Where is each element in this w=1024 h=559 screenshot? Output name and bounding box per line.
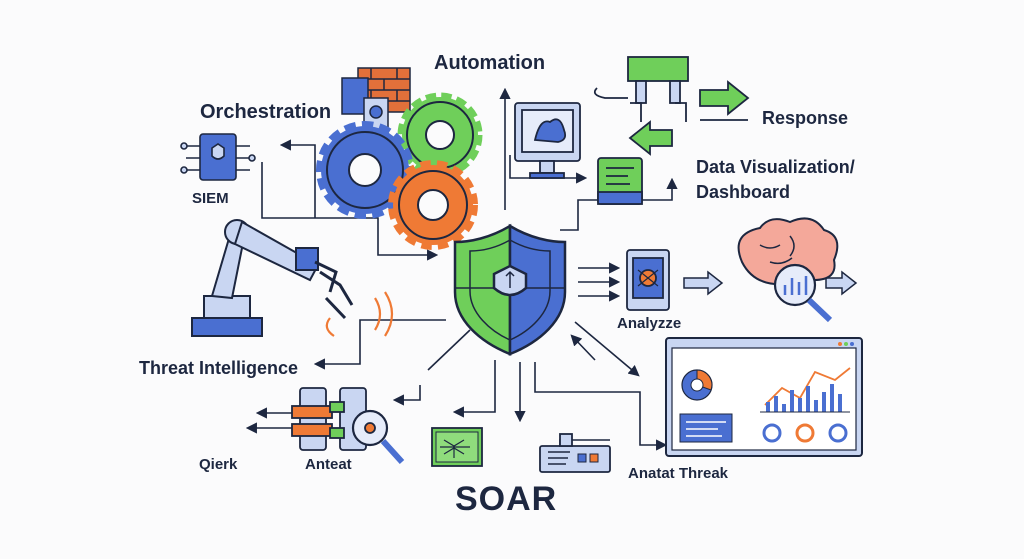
- circuit-board-icon: [431, 427, 483, 467]
- siem-chip-icon: [180, 133, 256, 181]
- signal-waves-icon: [325, 291, 394, 337]
- label-analyzze: Analyzze: [617, 315, 682, 332]
- robot-gripper-icon: [593, 56, 689, 122]
- dashboard-icon: [665, 337, 863, 457]
- gears-icon: [316, 92, 483, 250]
- threat-scanner-icon: [291, 387, 405, 465]
- label-anteat: Anteat: [305, 456, 352, 473]
- block-arrows: [683, 270, 858, 296]
- label-orchestration: Orchestration: [200, 101, 332, 123]
- data-panel-icon: [597, 157, 643, 205]
- label-automation: Automation: [434, 52, 546, 74]
- analyze-tablet-icon: [626, 249, 670, 311]
- label-siem: SIEM: [192, 190, 229, 207]
- shield-icon: [453, 223, 567, 356]
- label-qierk: Qierk: [199, 456, 238, 473]
- label-threat-intelligence: Threat Intelligence: [139, 358, 299, 378]
- label-data-visualization: Data Visualization/: [696, 157, 855, 177]
- connectors: [245, 87, 678, 471]
- title-soar: SOAR: [455, 480, 558, 518]
- arrows-icon: [628, 80, 750, 156]
- magnifier-icon: [773, 263, 833, 323]
- monitor-icon: [514, 102, 581, 179]
- label-response: Response: [762, 108, 849, 128]
- label-anatat-threak: Anatat Threak: [628, 465, 729, 482]
- robot-arm-icon: [191, 219, 354, 337]
- device-icon: [539, 433, 611, 473]
- label-dashboard: Dashboard: [696, 182, 791, 202]
